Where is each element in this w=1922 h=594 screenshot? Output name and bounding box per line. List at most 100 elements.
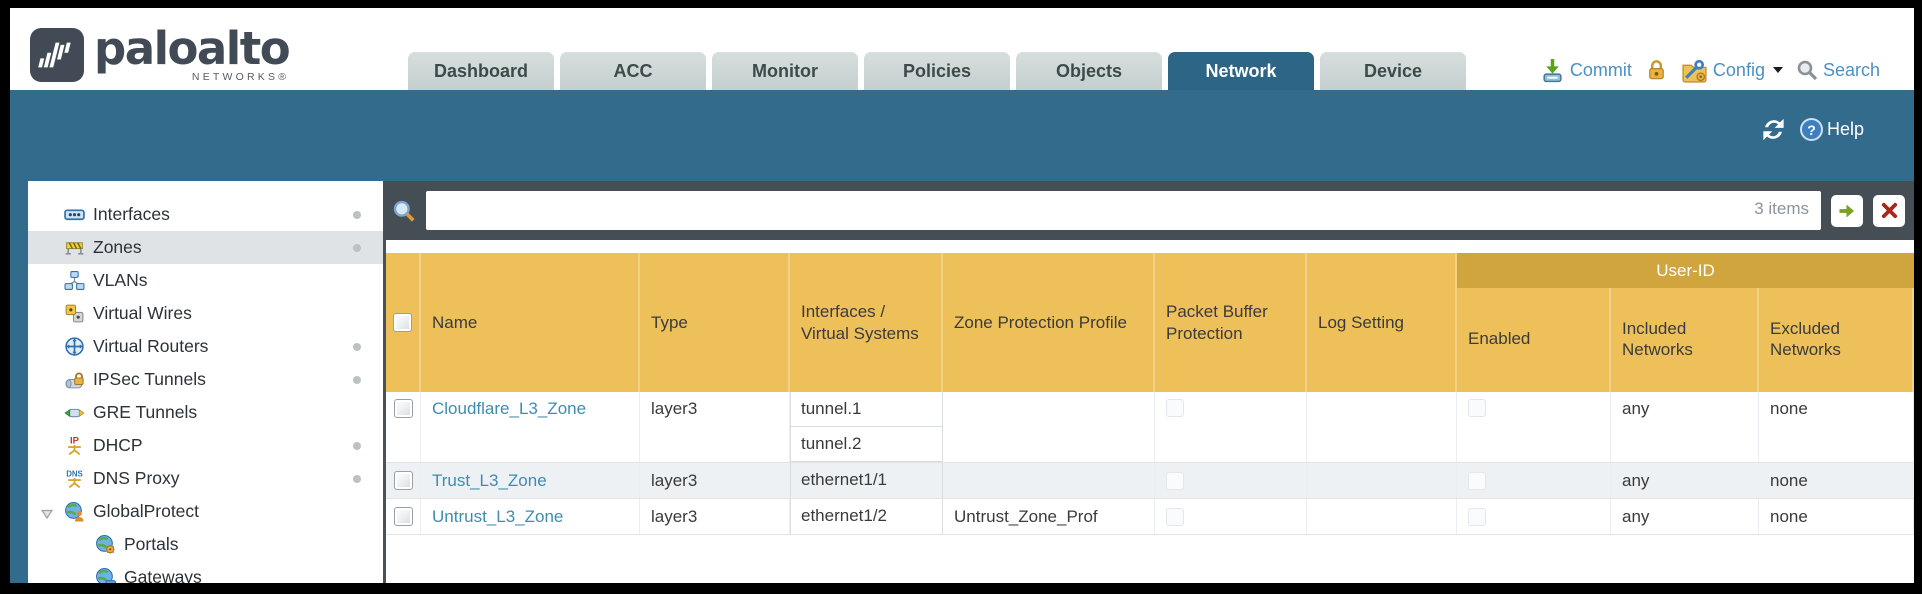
tab-network[interactable]: Network — [1168, 52, 1314, 90]
filter-bar: 3 items — [383, 181, 1914, 240]
sidebar-item-virtual-wires[interactable]: Virtual Wires — [28, 297, 383, 330]
commit-icon — [1540, 58, 1565, 83]
svg-text:IP: IP — [70, 435, 79, 446]
sidebar-item-gateways[interactable]: Gateways — [28, 561, 383, 583]
user-id-enabled-cell — [1457, 392, 1611, 462]
interfaces-cell: ethernet1/2 — [790, 499, 943, 534]
clear-filter-button[interactable] — [1873, 194, 1905, 227]
sidebar-item-gre-tunnels[interactable]: GRE Tunnels — [28, 396, 383, 429]
expander-icon[interactable] — [40, 505, 54, 520]
column-header-enabled[interactable]: Enabled — [1457, 253, 1611, 392]
sidebar-item-dhcp[interactable]: IP DHCP — [28, 429, 383, 462]
column-header-name[interactable]: Name — [421, 253, 640, 392]
tab-device[interactable]: Device — [1320, 52, 1466, 90]
items-count: 3 items — [1754, 199, 1809, 218]
checkbox-icon[interactable] — [1166, 507, 1184, 526]
help-button[interactable]: ? Help — [1799, 118, 1864, 141]
apply-filter-button[interactable] — [1831, 194, 1863, 227]
row-checkbox[interactable] — [386, 499, 421, 534]
config-menu[interactable]: Config — [1681, 58, 1783, 83]
checkbox-icon[interactable] — [1468, 399, 1486, 417]
zone-type-cell: layer3 — [640, 499, 790, 534]
status-dot — [353, 211, 361, 219]
paloalto-logo-icon — [30, 28, 84, 82]
commit-button[interactable]: Commit — [1540, 58, 1632, 83]
checkbox-icon[interactable] — [1468, 507, 1486, 526]
tab-acc[interactable]: ACC — [560, 52, 706, 90]
sidebar-item-label: Interfaces — [93, 204, 170, 224]
packet-buffer-protection-cell — [1155, 392, 1307, 462]
zone-name-link[interactable]: Untrust_L3_Zone — [432, 506, 564, 526]
row-checkbox[interactable] — [386, 463, 421, 498]
tab-policies[interactable]: Policies — [864, 52, 1010, 90]
checkbox-icon[interactable] — [1166, 471, 1184, 490]
user-id-group-header: User-ID — [1457, 253, 1914, 288]
filter-input[interactable] — [426, 191, 1821, 230]
sidebar-item-label: DHCP — [93, 435, 143, 455]
band-actions: ? Help — [1760, 116, 1864, 143]
checkbox-icon[interactable] — [1166, 399, 1184, 417]
sidebar-item-label: IPSec Tunnels — [93, 369, 206, 389]
search-label: Search — [1822, 59, 1880, 80]
excluded-networks-cell: none — [1759, 463, 1914, 498]
sidebar-item-interfaces[interactable]: Interfaces — [28, 198, 383, 231]
tab-dashboard[interactable]: Dashboard — [408, 52, 554, 90]
sidebar-item-label: VLANs — [93, 270, 148, 290]
zone-name-link[interactable]: Trust_L3_Zone — [432, 470, 547, 490]
lock-icon[interactable] — [1645, 59, 1668, 82]
log-setting-cell — [1307, 392, 1457, 462]
refresh-icon[interactable] — [1760, 116, 1787, 143]
brand-subtitle: NETWORKS® — [191, 71, 290, 83]
brand-text: paloalto NETWORKS® — [94, 26, 291, 83]
caret-down-icon — [1772, 67, 1783, 78]
sidebar-item-portals[interactable]: Portals — [28, 528, 383, 561]
gre-tunnels-icon — [64, 402, 85, 423]
help-label: Help — [1826, 119, 1864, 139]
column-header-excluded-networks[interactable]: Excluded Networks — [1759, 253, 1914, 392]
column-header-packet-buffer-protection[interactable]: Packet Buffer Protection — [1155, 253, 1307, 392]
search-icon — [1796, 59, 1818, 81]
sidebar-divider — [383, 240, 386, 583]
sidebar-item-virtual-routers[interactable]: Virtual Routers — [28, 330, 383, 363]
zone-type-cell: layer3 — [640, 392, 790, 462]
row-checkbox[interactable] — [386, 392, 421, 462]
excluded-networks-cell: none — [1759, 392, 1914, 462]
gateways-icon — [95, 567, 116, 583]
svg-text:DNS: DNS — [66, 469, 83, 478]
sidebar-item-vlans[interactable]: VLANs — [28, 264, 383, 297]
sidebar-item-globalprotect[interactable]: GlobalProtect — [28, 495, 383, 528]
interfaces-icon — [64, 204, 85, 225]
column-header-zone-protection-profile[interactable]: Zone Protection Profile — [943, 253, 1155, 392]
checkbox-icon — [393, 399, 413, 418]
column-header-interfaces-virtual-systems[interactable]: Interfaces / Virtual Systems — [790, 253, 943, 392]
excluded-networks-cell: none — [1759, 499, 1914, 534]
checkbox-icon — [393, 313, 412, 332]
sidebar-item-label: Virtual Wires — [93, 303, 192, 323]
column-header-log-setting[interactable]: Log Setting — [1307, 253, 1457, 392]
title-band: ? Help — [10, 90, 1914, 181]
zone-name-cell: Trust_L3_Zone — [421, 463, 640, 498]
checkbox-icon[interactable] — [1468, 471, 1486, 490]
left-strip — [10, 181, 28, 583]
column-header-included-networks[interactable]: Included Networks — [1611, 253, 1759, 392]
checkbox-icon — [393, 471, 413, 490]
zone-name-link[interactable]: Cloudflare_L3_Zone — [432, 399, 587, 418]
sidebar-item-label: Virtual Routers — [93, 336, 209, 356]
sidebar-item-label: Portals — [124, 534, 179, 554]
zones-icon — [64, 237, 85, 258]
tab-objects[interactable]: Objects — [1016, 52, 1162, 90]
sidebar-item-ipsec-tunnels[interactable]: IPSec Tunnels — [28, 363, 383, 396]
search-button[interactable]: Search — [1796, 59, 1880, 81]
column-header-type[interactable]: Type — [640, 253, 790, 392]
select-all-checkbox[interactable] — [386, 253, 421, 392]
interfaces-cell: ethernet1/1 — [790, 463, 943, 498]
tab-monitor[interactable]: Monitor — [712, 52, 858, 90]
sidebar-item-zones[interactable]: Zones — [28, 231, 383, 264]
